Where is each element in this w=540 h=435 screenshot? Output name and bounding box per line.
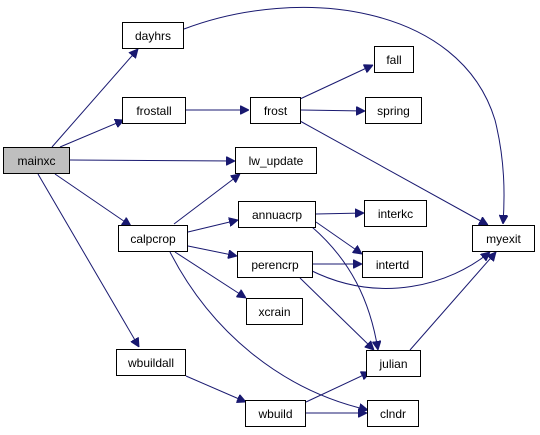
edge-perencrp-julian — [299, 277, 374, 350]
edge-mainxc-frostall — [59, 120, 124, 148]
node-perencrp[interactable]: perencrp — [237, 251, 313, 278]
edge-annuacrp-intertd — [315, 221, 362, 254]
edge-frost-myexit — [299, 120, 488, 225]
node-clndr[interactable]: clndr — [367, 400, 419, 427]
node-fall[interactable]: fall — [374, 46, 414, 73]
edge-calpcrop-clndr — [169, 251, 368, 410]
node-julian[interactable]: julian — [366, 350, 421, 377]
edge-frost-spring — [300, 110, 365, 111]
node-intertd[interactable]: intertd — [362, 251, 423, 278]
node-frostall[interactable]: frostall — [122, 97, 186, 124]
edge-mainxc-wbuildall — [37, 173, 139, 347]
node-mainxc[interactable]: mainxc — [3, 147, 70, 174]
edge-frost-fall — [299, 65, 373, 100]
edge-mainxc-dayhrs — [51, 49, 138, 148]
node-myexit[interactable]: myexit — [472, 225, 535, 252]
edge-calpcrop-lw_update — [173, 174, 240, 225]
edge-mainxc-calpcrop — [54, 173, 131, 226]
node-calpcrop[interactable]: calpcrop — [118, 225, 188, 252]
edge-perencrp-myexit — [309, 252, 490, 289]
node-annuacrp[interactable]: annuacrp — [238, 201, 316, 228]
edge-calpcrop-annuacrp — [187, 220, 238, 233]
edge-wbuildall-wbuild — [185, 375, 246, 402]
node-wbuild[interactable]: wbuild — [245, 400, 306, 427]
edge-calpcrop-perencrp — [187, 245, 237, 256]
node-lw_update[interactable]: lw_update — [235, 147, 317, 174]
edge-julian-myexit — [409, 252, 496, 351]
edge-annuacrp-julian — [311, 226, 378, 350]
node-xcrain[interactable]: xcrain — [246, 298, 303, 325]
edge-calpcrop-xcrain — [174, 251, 246, 298]
edge-annuacrp-interkc — [315, 213, 364, 214]
edge-mainxc-lw_update — [69, 160, 235, 161]
edge-dayhrs-myexit — [183, 6, 504, 224]
node-spring[interactable]: spring — [365, 97, 422, 124]
node-frost[interactable]: frost — [250, 97, 301, 124]
node-interkc[interactable]: interkc — [364, 200, 427, 227]
node-wbuildall[interactable]: wbuildall — [116, 349, 186, 376]
node-dayhrs[interactable]: dayhrs — [122, 22, 184, 49]
edge-wbuild-julian — [305, 372, 370, 403]
